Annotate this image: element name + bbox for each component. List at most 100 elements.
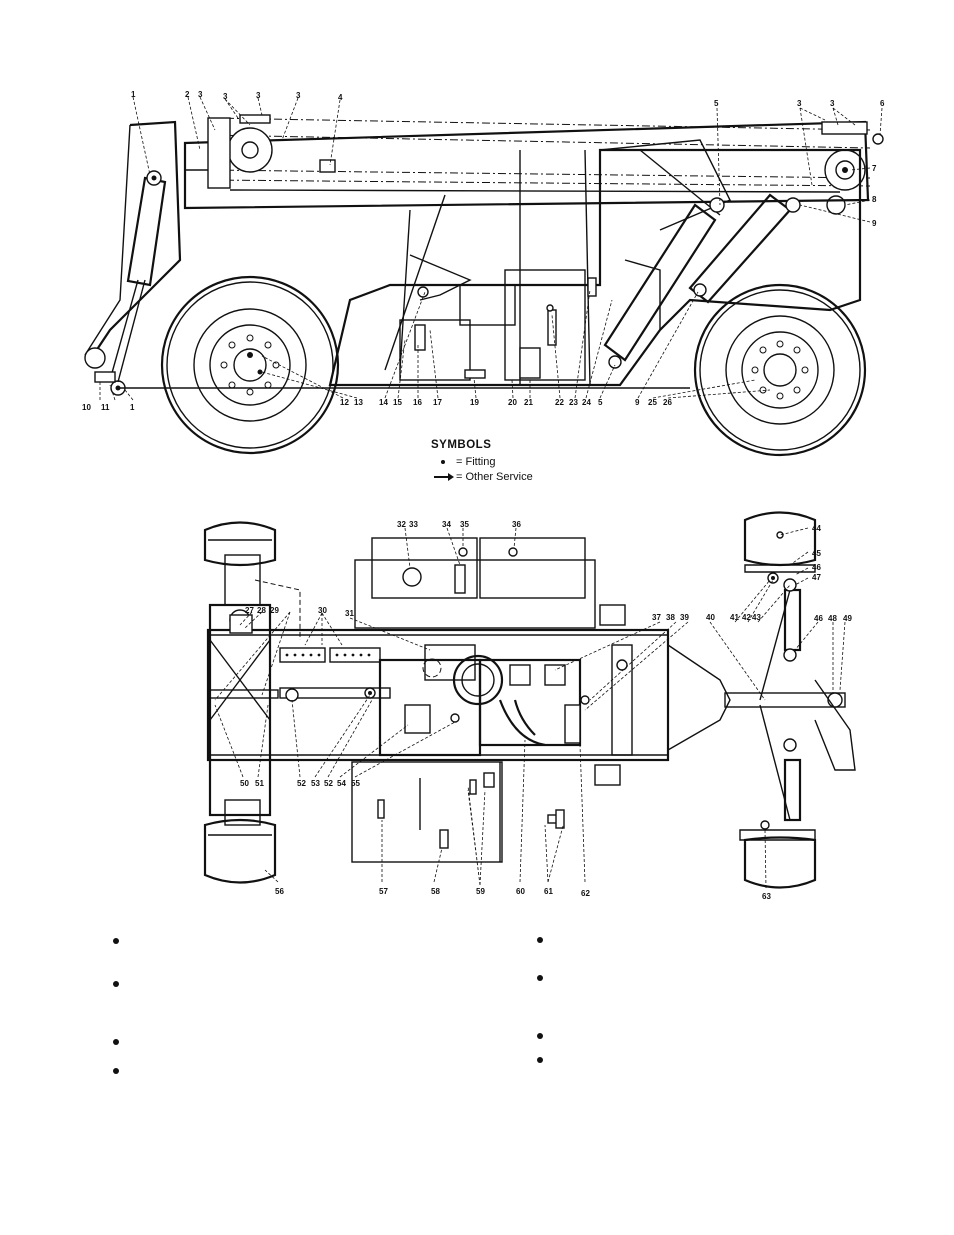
- leader-lines-top: [99, 96, 883, 401]
- callout: 40: [706, 613, 715, 622]
- callout: 54: [337, 779, 346, 788]
- callout: 49: [843, 614, 852, 623]
- callout: 27: [245, 606, 254, 615]
- callout: 48: [828, 614, 837, 623]
- front-wheel: [693, 283, 867, 457]
- front-lift-cylinders: [603, 193, 801, 369]
- leader-lines-bottom: [214, 527, 846, 889]
- callout: 3: [198, 90, 203, 99]
- callout: 33: [409, 520, 418, 529]
- callout: 23: [569, 398, 578, 407]
- callout: 1: [130, 403, 135, 412]
- callout: 9: [872, 219, 877, 228]
- callout: 3: [296, 91, 301, 100]
- callout: 13: [354, 398, 363, 407]
- callout: 21: [524, 398, 533, 407]
- callout: 45: [812, 549, 821, 558]
- callout: 2: [185, 90, 190, 99]
- callout-labels: 1 2 3 3 3 3 4 5 3 3 6 7 8 9 1 10 11 12 1…: [82, 90, 885, 901]
- callout: 12: [340, 398, 349, 407]
- callout: 50: [240, 779, 249, 788]
- callout: 44: [812, 524, 821, 533]
- callout: 31: [345, 609, 354, 618]
- callout: 28: [257, 606, 266, 615]
- rear-lift-cylinder: [94, 170, 167, 383]
- callout: 6: [880, 99, 885, 108]
- bullet-icon: [537, 1033, 543, 1039]
- callout: 56: [275, 887, 284, 896]
- callout: 37: [652, 613, 661, 622]
- rear-wheel: [160, 275, 340, 455]
- symbol-other-service-label: = Other Service: [456, 470, 533, 483]
- callout: 26: [663, 398, 672, 407]
- callout: 3: [830, 99, 835, 108]
- callout: 14: [379, 398, 388, 407]
- symbols-title: SYMBOLS: [431, 439, 492, 451]
- callout: 34: [442, 520, 451, 529]
- side-view: [84, 96, 884, 457]
- callout: 35: [460, 520, 469, 529]
- callout: 51: [255, 779, 264, 788]
- callout: 47: [812, 573, 821, 582]
- callout: 15: [393, 398, 402, 407]
- callout: 58: [431, 887, 440, 896]
- callout: 5: [714, 99, 719, 108]
- symbol-fitting-row: = Fitting: [430, 454, 533, 469]
- callout: 62: [581, 889, 590, 898]
- bullet-icon: [113, 938, 119, 944]
- callout: 19: [470, 398, 479, 407]
- callout: 22: [555, 398, 564, 407]
- callout: 61: [544, 887, 553, 896]
- callout: 10: [82, 403, 91, 412]
- fitting-dot-icon: [430, 459, 456, 464]
- callout: 24: [582, 398, 591, 407]
- callout: 60: [516, 887, 525, 896]
- front-steer-axle: [724, 511, 856, 889]
- bullet-icon: [537, 1057, 543, 1063]
- callout: 36: [512, 520, 521, 529]
- callout: 4: [338, 93, 343, 102]
- callout: 57: [379, 887, 388, 896]
- bullet-icon: [537, 975, 543, 981]
- callout: 55: [351, 779, 360, 788]
- rear-axle: [203, 521, 301, 884]
- callout: 46: [812, 563, 821, 572]
- callout: 52: [297, 779, 306, 788]
- callout: 3: [223, 92, 228, 101]
- callout: 9: [635, 398, 640, 407]
- bullet-icon: [113, 1068, 119, 1074]
- callout: 42: [742, 613, 751, 622]
- symbols-legend: SYMBOLS = Fitting = Other Service: [430, 439, 533, 484]
- callout: 59: [476, 887, 485, 896]
- callout: 52: [324, 779, 333, 788]
- callout: 5: [598, 398, 603, 407]
- callout: 7: [872, 164, 877, 173]
- chassis-body: [328, 139, 862, 387]
- callout: 63: [762, 892, 771, 901]
- callout: 1: [131, 90, 136, 99]
- bullet-icon: [537, 937, 543, 943]
- callout: 11: [101, 403, 110, 412]
- symbol-fitting-label: = Fitting: [456, 455, 496, 468]
- plan-view: [203, 511, 856, 889]
- callout: 25: [648, 398, 657, 407]
- callout: 38: [666, 613, 675, 622]
- bullet-icon: [113, 1039, 119, 1045]
- rear-frame: [84, 120, 182, 396]
- callout: 53: [311, 779, 320, 788]
- callout: 16: [413, 398, 422, 407]
- callout: 17: [433, 398, 442, 407]
- callout: 39: [680, 613, 689, 622]
- other-service-arrow-icon: [430, 472, 456, 481]
- callout: 32: [397, 520, 406, 529]
- callout: 20: [508, 398, 517, 407]
- symbol-other-service-row: = Other Service: [430, 469, 533, 484]
- callout: 8: [872, 195, 877, 204]
- callout: 43: [752, 613, 761, 622]
- callout: 29: [270, 606, 279, 615]
- callout: 46: [814, 614, 823, 623]
- callout: 3: [797, 99, 802, 108]
- callout: 3: [256, 91, 261, 100]
- callout: 30: [318, 606, 327, 615]
